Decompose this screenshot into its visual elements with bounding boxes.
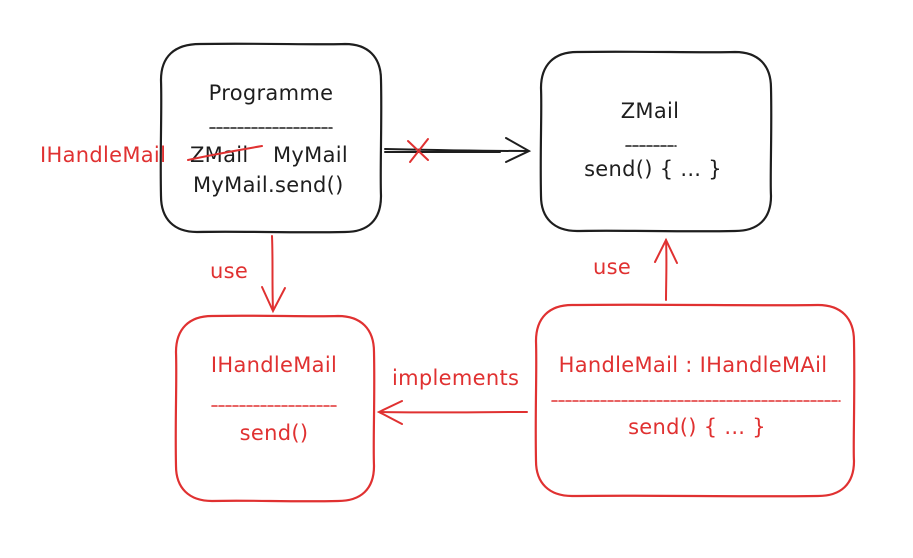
use-arrow-up-head <box>654 237 678 264</box>
programme-box <box>159 42 383 234</box>
use-label-left: use <box>210 259 248 283</box>
strikethrough-old-type <box>187 145 263 161</box>
zmail-node: ZMail send() { ... } <box>539 50 773 233</box>
zmail-box <box>539 50 773 233</box>
programme-call: MyMail.send() <box>193 173 344 197</box>
blocked-arrow-line <box>384 148 529 152</box>
cross-mark-b <box>409 138 429 163</box>
programme-title: Programme <box>209 81 334 105</box>
handlemail-title: HandleMail : IHandleMAil <box>559 353 828 377</box>
handlemail-node: HandleMail : IHandleMAil send() { ... } <box>534 303 856 498</box>
use-label-right: use <box>593 255 631 279</box>
zmail-title: ZMail <box>621 99 680 123</box>
use-arrow-programme-interface: use <box>210 235 286 314</box>
handlemail-box <box>534 303 856 498</box>
use-arrow-down-line <box>271 235 274 311</box>
programme-node: Programme ZMail MyMail MyMail.send() IHa… <box>40 42 383 234</box>
interface-annotation: IHandleMail <box>40 143 166 167</box>
handlemail-method: send() { ... } <box>628 415 766 439</box>
ihandlemail-node: IHandleMail send() <box>174 314 376 503</box>
programme-new-type: MyMail <box>273 143 348 167</box>
implements-arrow-head <box>376 400 403 425</box>
use-arrow-adapter-zmail: use <box>593 237 678 301</box>
use-arrow-down-head <box>261 286 286 314</box>
blocked-dependency-arrow <box>384 137 532 163</box>
ihandlemail-method: send() <box>240 421 309 445</box>
implements-label: implements <box>392 366 519 390</box>
implements-arrow: implements <box>376 366 528 425</box>
ihandlemail-box <box>174 314 376 503</box>
zmail-method: send() { ... } <box>584 157 722 181</box>
blocked-arrow-head <box>505 137 532 163</box>
programme-old-type: ZMail <box>190 143 249 167</box>
ihandlemail-title: IHandleMail <box>211 353 337 377</box>
